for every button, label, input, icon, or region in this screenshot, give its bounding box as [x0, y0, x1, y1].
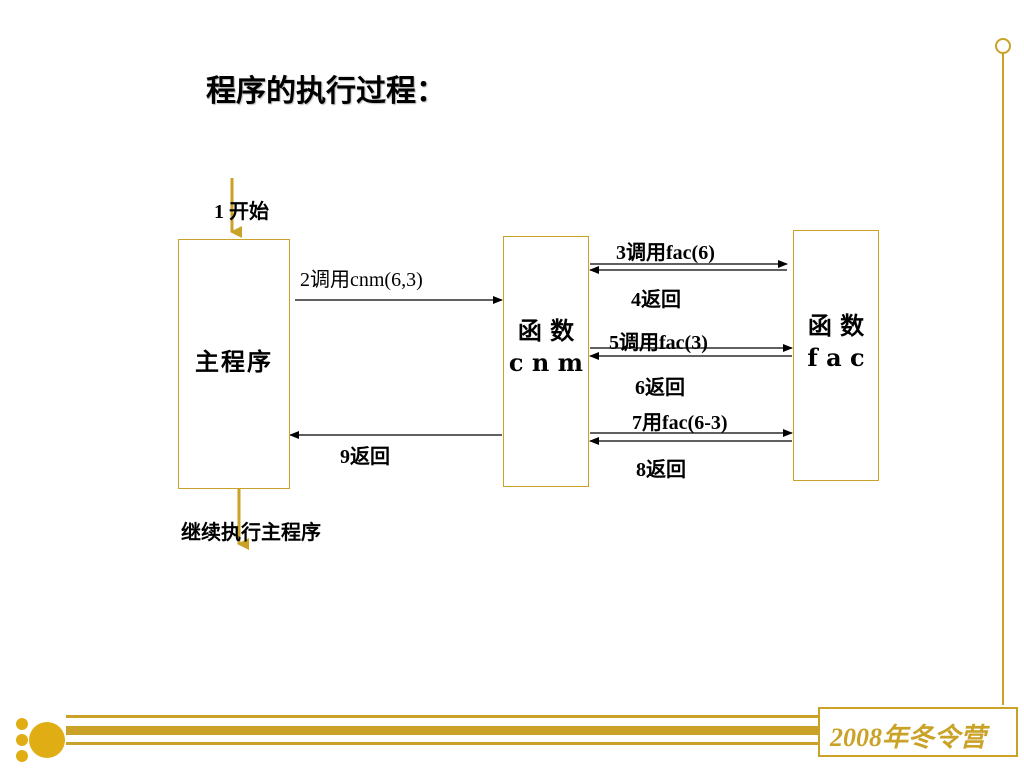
fac-function-box: [793, 230, 879, 481]
dot-small-icon: [16, 750, 28, 762]
page-title: 程序的执行过程：: [206, 74, 446, 109]
step-return8-label: 8返回: [636, 459, 686, 481]
corner-circle-icon: [995, 38, 1011, 54]
footer-bar-thin-top: [66, 715, 818, 718]
step-call-fac3-label: 5调用fac(3): [609, 332, 708, 354]
main-program-label: 主程序: [195, 347, 273, 376]
step-start-label: 1 开始: [214, 201, 269, 223]
fac-label-line2: f a c: [807, 343, 865, 372]
step-call-fac6-label: 3调用fac(6): [616, 242, 715, 264]
cnm-function-box: [503, 236, 589, 487]
step-return9-label: 9返回: [340, 446, 390, 468]
main-program-box: [178, 239, 290, 489]
footer-bar-thin-bottom: [66, 742, 818, 745]
cnm-label-line1: 函 数: [517, 316, 575, 345]
dot-large-icon: [29, 722, 65, 758]
footer-bar-thick: [66, 726, 818, 735]
footer-event-label: 2008年冬令营: [830, 723, 987, 752]
step-return4-label: 4返回: [631, 289, 681, 311]
dot-small-icon: [16, 734, 28, 746]
dot-small-icon: [16, 718, 28, 730]
cnm-label-line2: c n m: [508, 348, 584, 377]
step-call-cnm-label: 2调用cnm(6,3): [300, 269, 423, 291]
fac-label-line1: 函 数: [807, 311, 865, 340]
footer-badge: [818, 707, 1018, 757]
step-return6-label: 6返回: [635, 377, 685, 399]
step-continue-label: 继续执行主程序: [181, 522, 321, 544]
step-call-fac63-label: 7用fac(6-3): [632, 412, 728, 434]
